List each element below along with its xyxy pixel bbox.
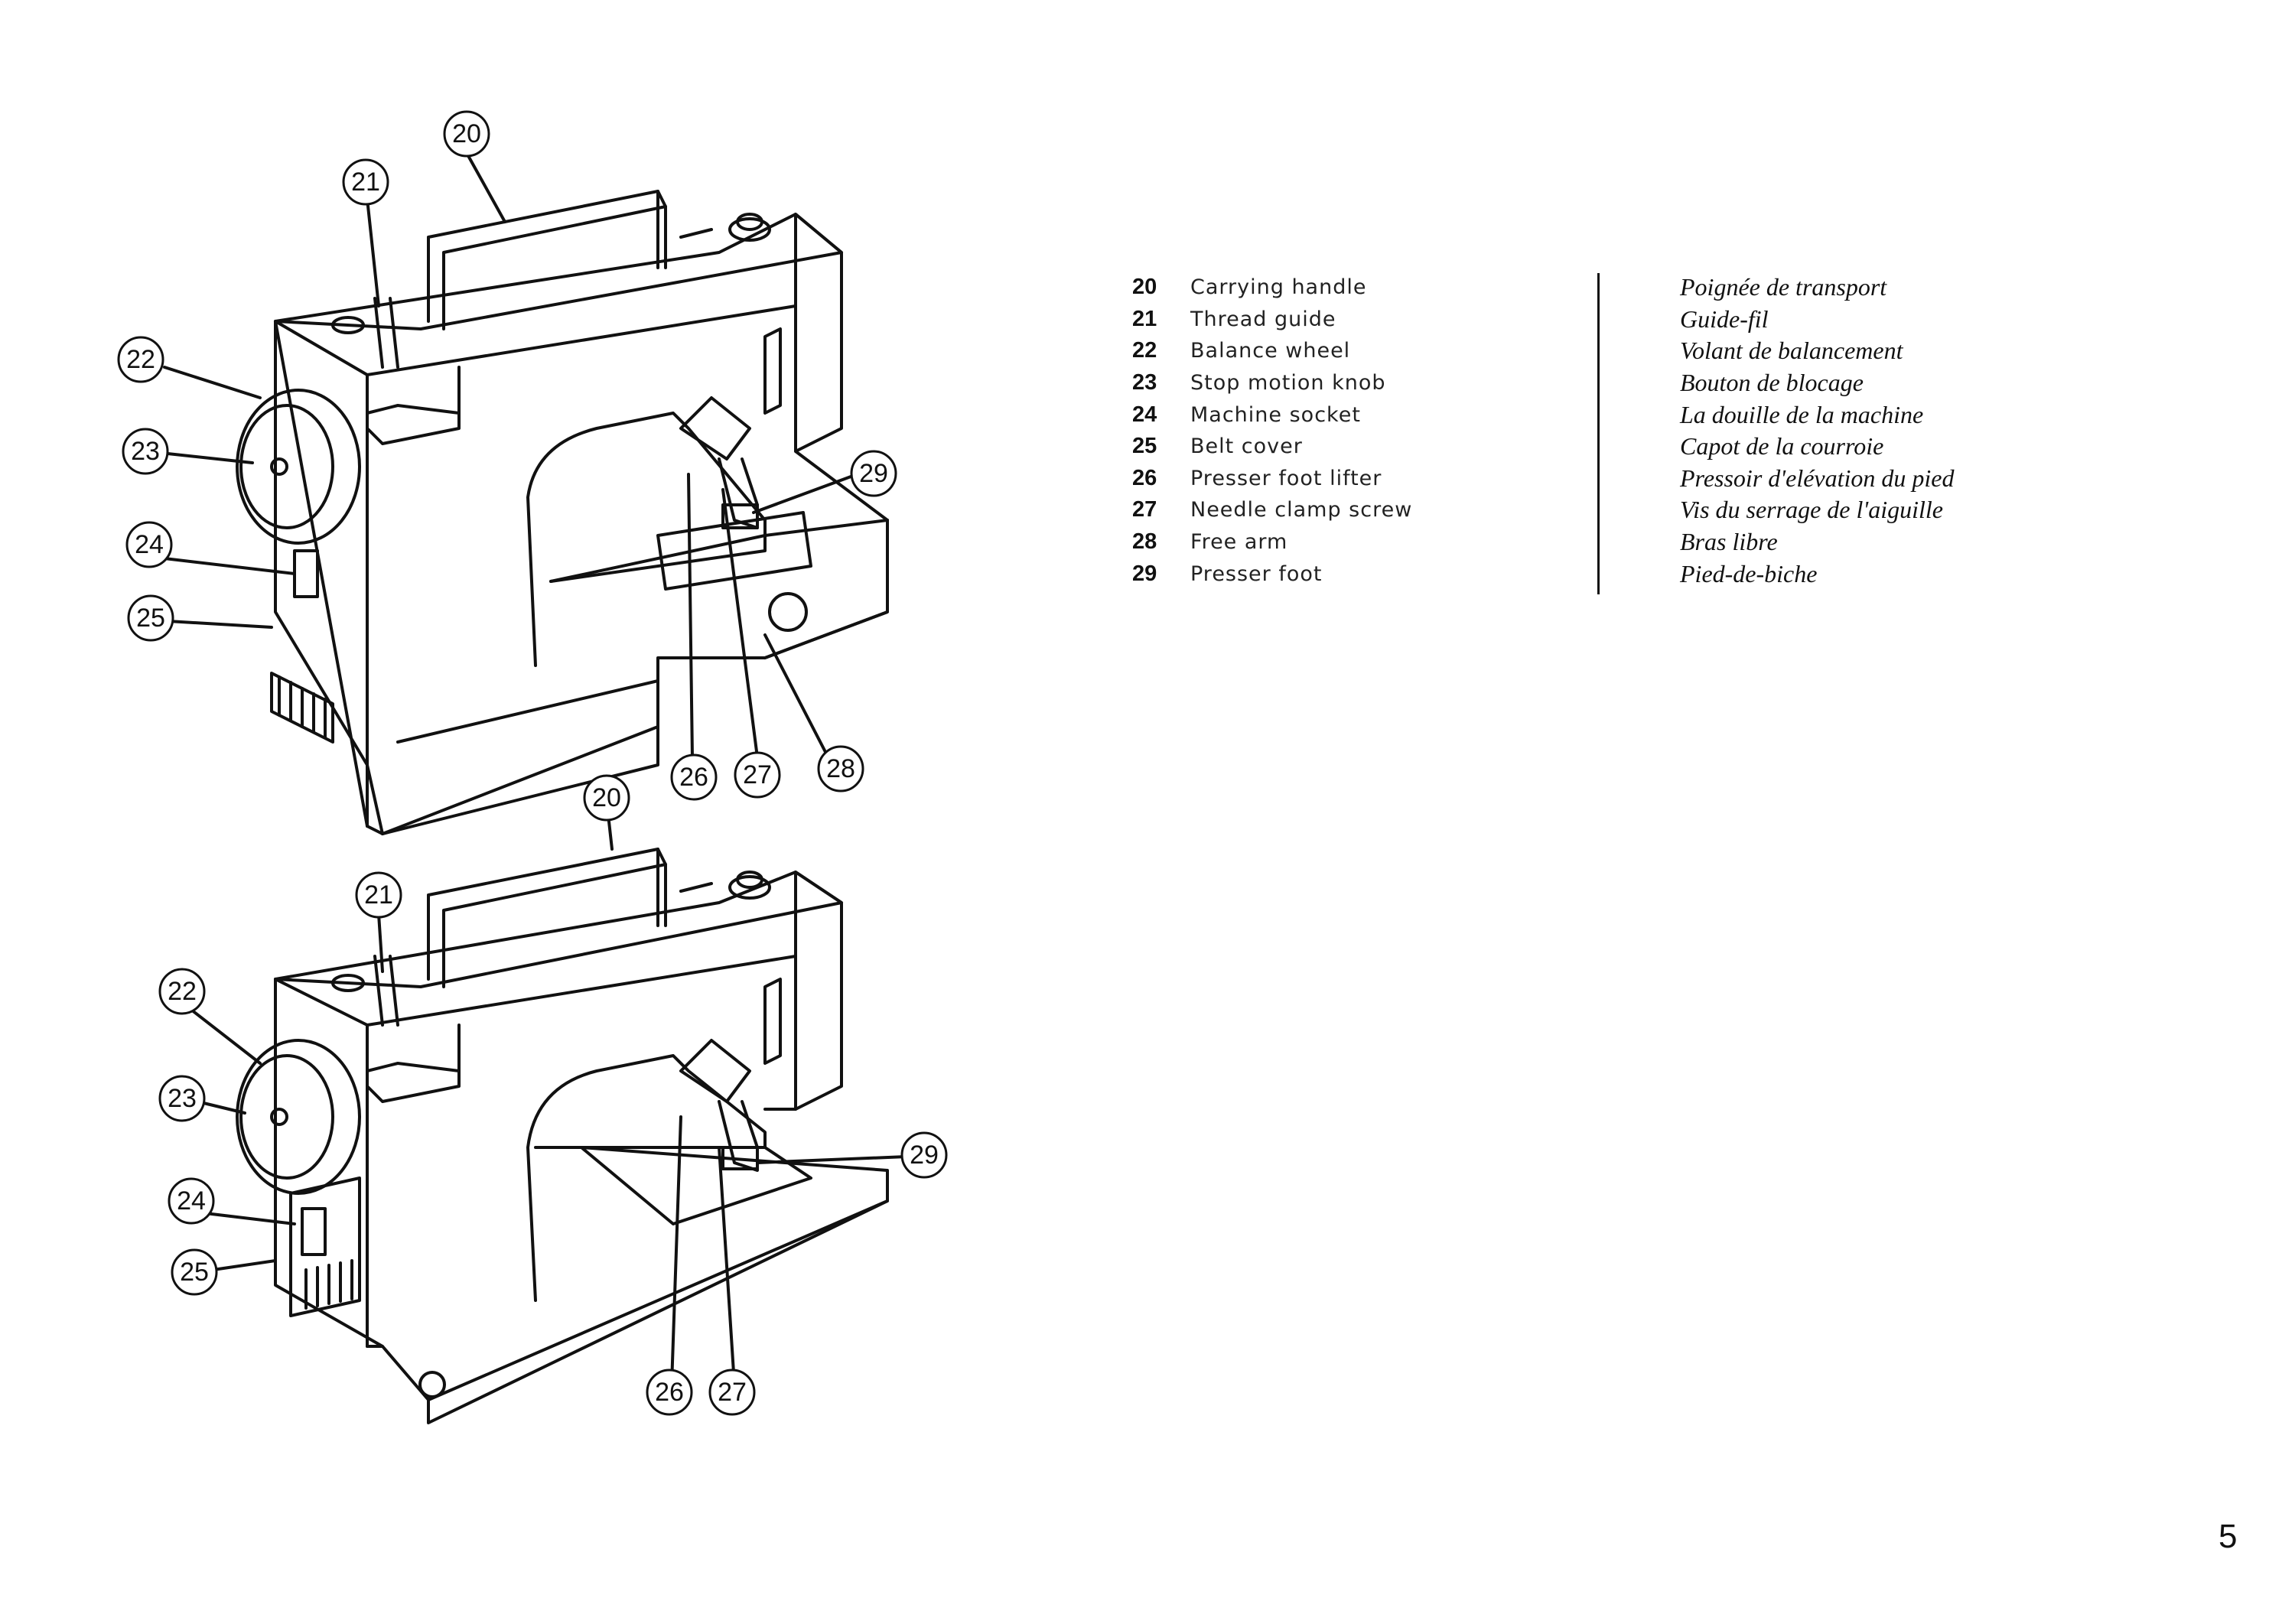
top-machine-drawing bbox=[236, 190, 889, 835]
callout-label-29: 29 bbox=[910, 1141, 939, 1170]
callout-label-29: 29 bbox=[859, 459, 888, 488]
legend-french: Pressoir d'elévation du pied bbox=[1680, 464, 1955, 492]
legend-row-27: 27 Needle clamp screw Vis du serrage de … bbox=[1132, 494, 2050, 526]
legend-english: Stop motion knob bbox=[1190, 371, 1386, 395]
legend-row-25: 25 Belt cover Capot de la courroie bbox=[1132, 431, 2050, 463]
callout-28 bbox=[817, 745, 864, 792]
callout-label-22: 22 bbox=[168, 977, 197, 1006]
legend-row-29: 29 Presser foot Pied-de-biche bbox=[1132, 558, 2050, 590]
callout-label-28: 28 bbox=[826, 754, 855, 783]
legend-number: 28 bbox=[1132, 529, 1157, 555]
legend-english: Presser foot lifter bbox=[1190, 466, 1382, 490]
legend-french: Volant de balancement bbox=[1680, 337, 1903, 365]
legend-number: 25 bbox=[1132, 434, 1157, 459]
callout-label-24: 24 bbox=[177, 1186, 206, 1216]
legend-french: La douille de la machine bbox=[1680, 400, 1924, 428]
legend-french: Poignée de transport bbox=[1680, 273, 1887, 301]
callout-27 bbox=[734, 751, 781, 799]
callout-label-25: 25 bbox=[180, 1258, 209, 1287]
callout-label-26: 26 bbox=[679, 763, 708, 792]
callout-20 bbox=[443, 110, 490, 158]
legend-english: Needle clamp screw bbox=[1190, 498, 1413, 522]
legend-french: Vis du serrage de l'aiguille bbox=[1680, 496, 1943, 524]
legend-french: Pied-de-biche bbox=[1680, 559, 1818, 587]
callout-26 bbox=[646, 1369, 693, 1416]
legend-french: Bouton de blocage bbox=[1680, 369, 1864, 397]
callout-24 bbox=[125, 521, 173, 568]
callout-label-20: 20 bbox=[452, 119, 481, 148]
callout-label-27: 27 bbox=[718, 1378, 747, 1407]
legend-english: Balance wheel bbox=[1190, 339, 1351, 363]
legend-number: 22 bbox=[1132, 338, 1157, 363]
legend-number: 26 bbox=[1132, 465, 1157, 490]
callout-label-21: 21 bbox=[364, 880, 393, 910]
legend-row-20: 20 Carrying handle Poignée de transport bbox=[1132, 272, 2050, 304]
legend-number: 20 bbox=[1132, 275, 1157, 300]
bottom-machine-drawing bbox=[236, 848, 889, 1424]
legend-english: Thread guide bbox=[1190, 307, 1336, 331]
legend-row-26: 26 Presser foot lifter Pressoir d'elévat… bbox=[1132, 463, 2050, 495]
callout-22 bbox=[117, 336, 164, 383]
callout-label-21: 21 bbox=[351, 168, 380, 197]
callout-26 bbox=[670, 753, 718, 801]
callout-29 bbox=[900, 1131, 948, 1179]
legend-number: 23 bbox=[1132, 370, 1157, 395]
callout-label-23: 23 bbox=[168, 1084, 197, 1113]
legend-number: 21 bbox=[1132, 306, 1157, 331]
callout-23 bbox=[122, 428, 169, 475]
legend-english: Carrying handle bbox=[1190, 275, 1367, 300]
legend-row-22: 22 Balance wheel Volant de balancement bbox=[1132, 335, 2050, 367]
legend-french: Guide-fil bbox=[1680, 304, 1769, 333]
legend-number: 27 bbox=[1132, 497, 1157, 522]
callout-label-23: 23 bbox=[131, 437, 160, 466]
legend-french: Bras libre bbox=[1680, 528, 1778, 556]
legend-number: 24 bbox=[1132, 402, 1157, 427]
sewing-machine-illustrations: 20 21 22 23 24 25 26 27 28 29 20 21 22 2… bbox=[0, 0, 994, 1530]
callout-21 bbox=[342, 158, 389, 206]
callout-25 bbox=[127, 594, 174, 642]
callout-24 bbox=[168, 1177, 215, 1225]
callout-label-20: 20 bbox=[592, 783, 621, 812]
callout-label-24: 24 bbox=[135, 530, 164, 559]
legend-row-28: 28 Free arm Bras libre bbox=[1132, 526, 2050, 558]
legend-english: Machine socket bbox=[1190, 402, 1361, 427]
page-number: 5 bbox=[2218, 1518, 2238, 1555]
callout-label-25: 25 bbox=[136, 604, 165, 633]
callout-21 bbox=[355, 871, 402, 919]
callout-23 bbox=[158, 1075, 206, 1122]
parts-legend: 20 Carrying handle Poignée de transport … bbox=[1132, 272, 2050, 590]
legend-english: Presser foot bbox=[1190, 561, 1323, 586]
legend-row-23: 23 Stop motion knob Bouton de blocage bbox=[1132, 367, 2050, 399]
legend-number: 29 bbox=[1132, 561, 1157, 586]
callout-27 bbox=[708, 1369, 756, 1416]
legend-english: Belt cover bbox=[1190, 434, 1303, 459]
callout-20 bbox=[583, 774, 630, 822]
callout-label-26: 26 bbox=[655, 1378, 684, 1407]
callout-label-22: 22 bbox=[126, 345, 155, 374]
legend-row-24: 24 Machine socket La douille de la machi… bbox=[1132, 399, 2050, 431]
legend-french: Capot de la courroie bbox=[1680, 432, 1884, 461]
legend-row-21: 21 Thread guide Guide-fil bbox=[1132, 304, 2050, 336]
callout-22 bbox=[158, 968, 206, 1015]
callout-label-27: 27 bbox=[743, 760, 772, 789]
legend-english: Free arm bbox=[1190, 530, 1288, 555]
callout-29 bbox=[850, 450, 897, 497]
callout-25 bbox=[171, 1248, 218, 1296]
legend-divider bbox=[1597, 273, 1600, 594]
